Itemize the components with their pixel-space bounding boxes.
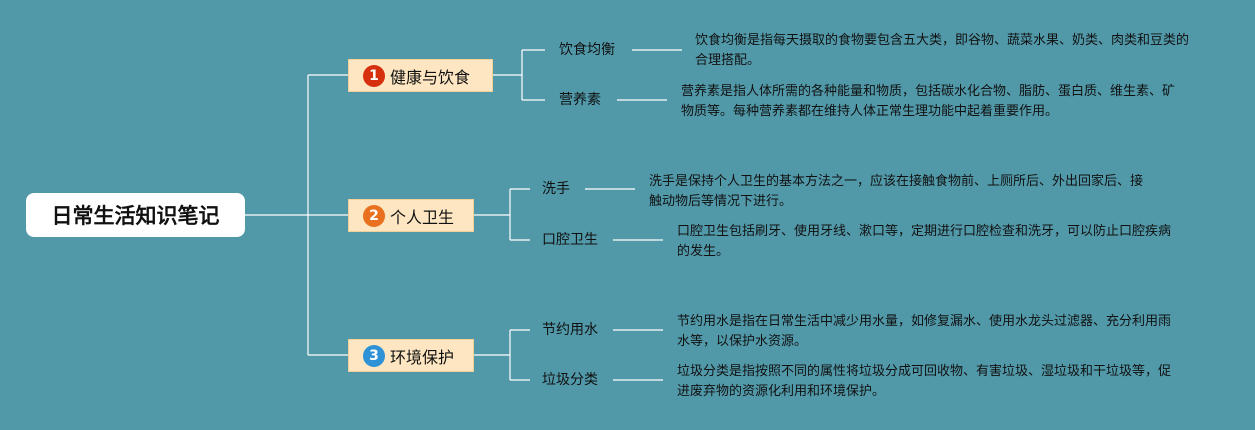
desc-oral-hygiene: 口腔卫生包括刷牙、使用牙线、漱口等，定期进行口腔检查和洗牙，可以防止口腔疾病的发…: [677, 224, 1172, 259]
desc-water-saving: 节约用水是指在日常生活中减少用水量，如修复漏水、使用水龙头过滤器、充分利用雨水等…: [677, 314, 1172, 349]
leaf-water-saving[interactable]: 节约用水: [542, 322, 598, 338]
leaf-nutrients[interactable]: 营养素: [559, 92, 601, 108]
number-badge-3: 3: [363, 344, 385, 367]
branch-label: 健康与饮食: [390, 67, 471, 87]
branch-health-diet[interactable]: 1 健康与饮食: [348, 59, 493, 92]
leaf-hand-washing[interactable]: 洗手: [542, 181, 570, 197]
root-node[interactable]: 日常生活知识笔记: [26, 193, 245, 237]
leaf-diet-balance[interactable]: 饮食均衡: [559, 42, 615, 58]
branch-environment-protection[interactable]: 3 环境保护: [348, 339, 474, 372]
branch-label: 环境保护: [390, 347, 455, 367]
branch-label: 个人卫生: [390, 207, 455, 227]
leaf-oral-hygiene[interactable]: 口腔卫生: [542, 232, 598, 248]
desc-hand-washing: 洗手是保持个人卫生的基本方法之一，应该在接触食物前、上厕所后、外出回家后、接触动…: [649, 174, 1144, 209]
desc-diet-balance: 饮食均衡是指每天摄取的食物要包含五大类，即谷物、蔬菜水果、奶类、肉类和豆类的合理…: [695, 33, 1190, 68]
desc-nutrients: 营养素是指人体所需的各种能量和物质，包括碳水化合物、脂肪、蛋白质、维生素、矿物质…: [681, 84, 1176, 119]
branch-personal-hygiene[interactable]: 2 个人卫生: [348, 199, 474, 232]
root-title: 日常生活知识笔记: [51, 204, 220, 228]
desc-garbage-sorting: 垃圾分类是指按照不同的属性将垃圾分成可回收物、有害垃圾、湿垃圾和干垃圾等，促进废…: [677, 364, 1172, 399]
number-badge-2: 2: [363, 204, 385, 227]
leaf-garbage-sorting[interactable]: 垃圾分类: [542, 372, 598, 388]
number-badge-1: 1: [363, 64, 385, 87]
